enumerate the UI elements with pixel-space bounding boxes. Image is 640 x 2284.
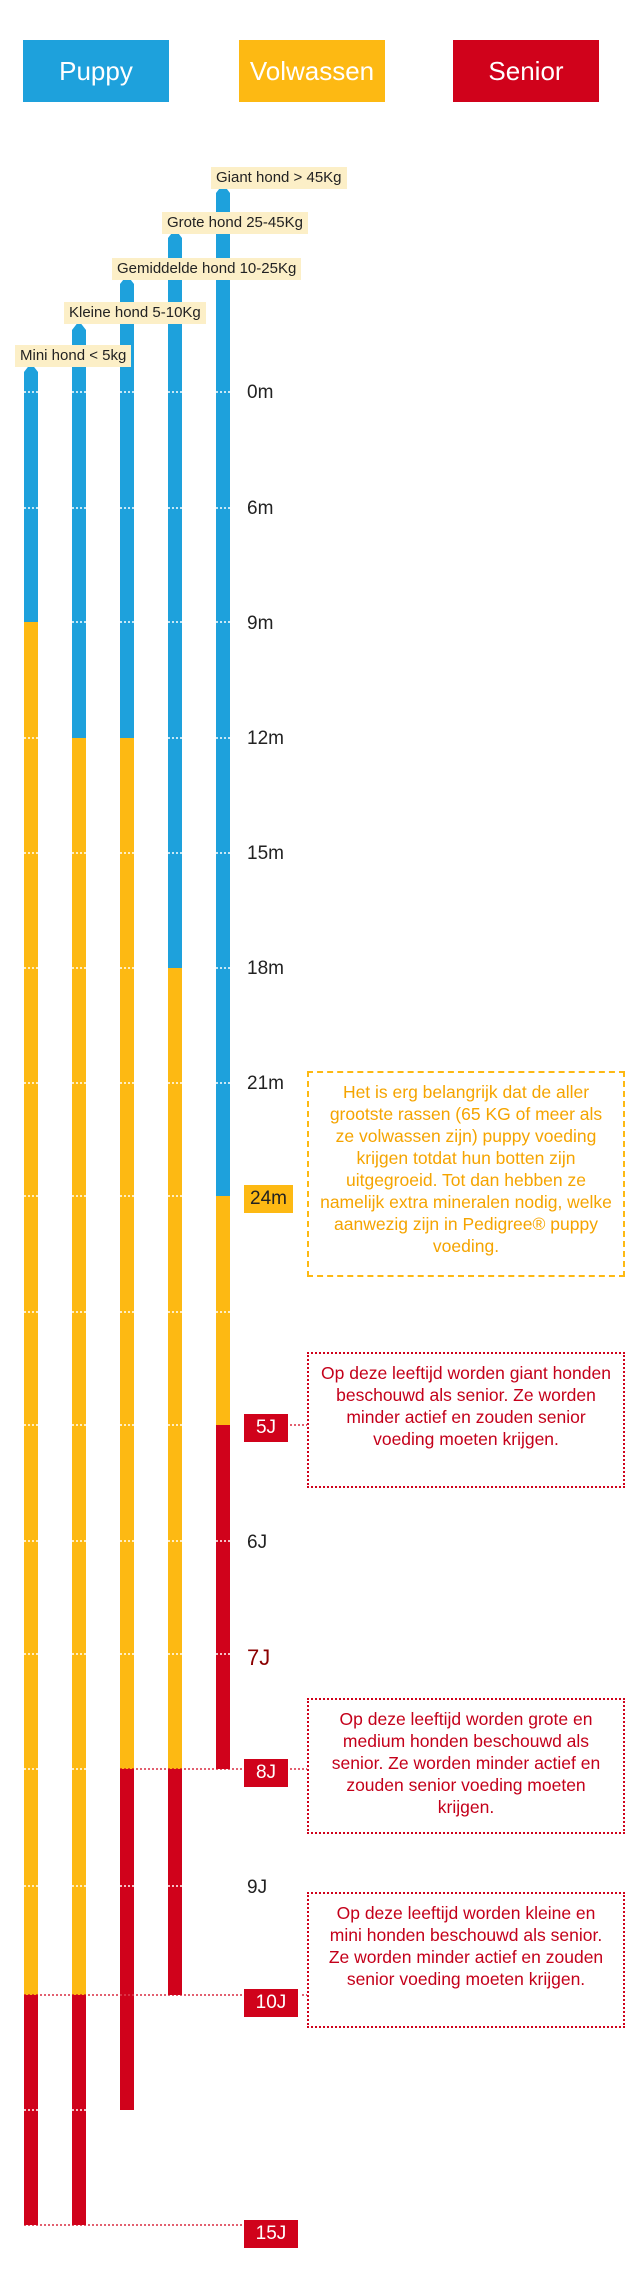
age-7j: 7J <box>247 1645 271 1670</box>
age-5j: 5J <box>244 1414 288 1442</box>
bar-segment-giant-puppy <box>216 193 230 1196</box>
note-large-medium-senior: Op deze leeftijd worden grote en medium … <box>307 1698 625 1834</box>
bar-segment-mini-adult <box>24 622 38 1995</box>
age-12m: 12m <box>247 728 284 749</box>
bar-segment-small-senior <box>72 1995 86 2225</box>
age-6m: 6m <box>247 498 274 519</box>
bar-segment-medium-puppy <box>120 284 134 738</box>
bar-segment-small-adult <box>72 738 86 1995</box>
age-15m: 15m <box>247 843 284 864</box>
age-21m: 21m <box>247 1073 284 1094</box>
note-giant-senior: Op deze leeftijd worden giant honden bes… <box>307 1352 625 1488</box>
age-9m: 9m <box>247 613 274 634</box>
age-18m: 18m <box>247 958 284 979</box>
bar-label-small: Kleine hond 5-10Kg <box>64 302 206 324</box>
bar-segment-mini-puppy <box>24 372 38 622</box>
bar-arrow-small <box>72 321 86 330</box>
bar-label-large: Grote hond 25-45Kg <box>162 212 308 234</box>
bar-segment-mini-senior <box>24 1995 38 2225</box>
age-24m: 24m <box>244 1185 293 1213</box>
note-small-mini-senior: Op deze leeftijd worden kleine en mini h… <box>307 1892 625 2028</box>
age-6j: 6J <box>247 1532 268 1553</box>
age-10j: 10J <box>244 1989 298 2017</box>
bar-label-mini: Mini hond < 5kg <box>15 345 132 367</box>
age-15j: 15J <box>244 2220 298 2248</box>
note-giant-puppy-food: Het is erg belangrijk dat de aller groot… <box>307 1071 625 1277</box>
bar-segment-medium-adult <box>120 738 134 1769</box>
bar-segment-giant-senior <box>216 1425 230 1769</box>
age-9j: 9J <box>247 1877 268 1898</box>
bar-segment-medium-senior <box>120 1769 134 2110</box>
bar-segment-large-senior <box>168 1769 182 1995</box>
legend-puppy: Puppy <box>23 40 169 102</box>
legend-senior: Senior <box>453 40 599 102</box>
bar-segment-large-adult <box>168 968 182 1769</box>
age-8j: 8J <box>244 1759 288 1787</box>
bar-label-giant: Giant hond > 45Kg <box>211 167 347 189</box>
age-0m: 0m <box>247 382 274 403</box>
bar-label-medium: Gemiddelde hond 10-25Kg <box>112 258 302 280</box>
bar-segment-giant-adult <box>216 1196 230 1425</box>
legend-adult: Volwassen <box>239 40 385 102</box>
bar-arrow-mini <box>24 363 38 372</box>
bar-segment-large-puppy <box>168 238 182 968</box>
bar-segment-small-puppy <box>72 330 86 738</box>
